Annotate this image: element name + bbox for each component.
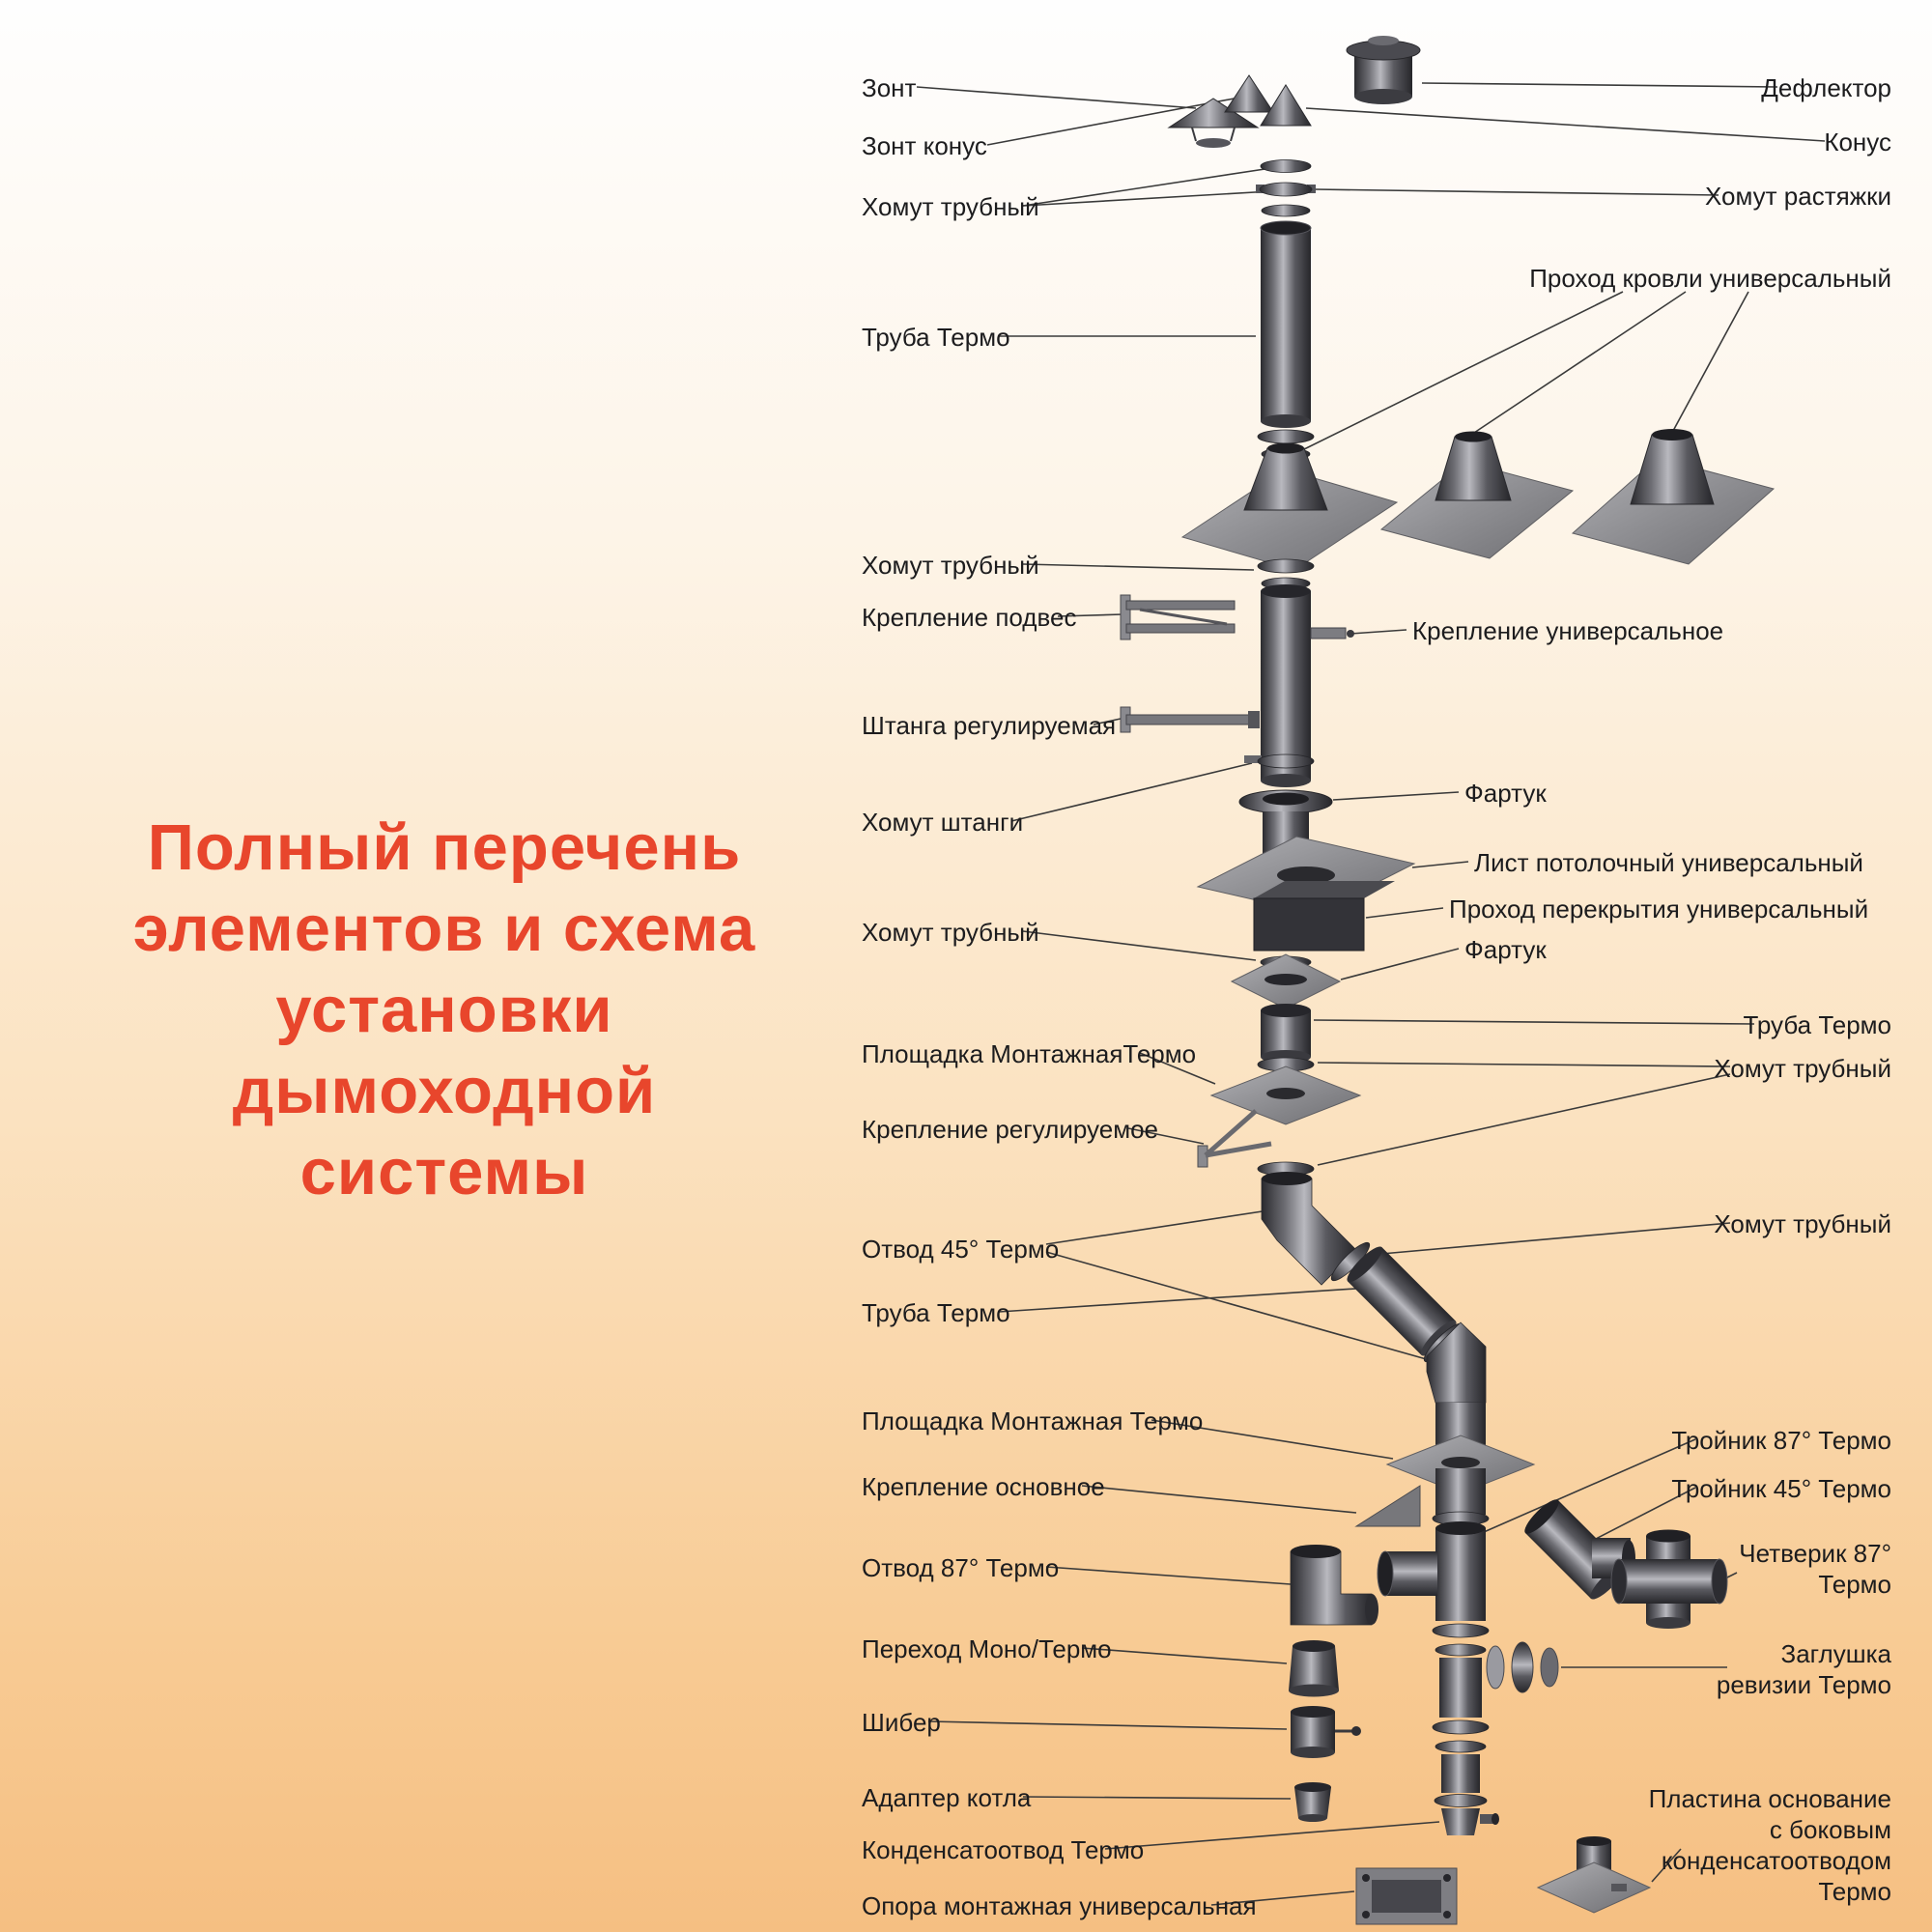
part-label: Конус bbox=[1824, 128, 1891, 156]
part-base-bracket bbox=[1354, 1485, 1421, 1527]
part-pipe-thermo-short bbox=[1261, 1004, 1311, 1064]
part-label: Пластина основание с боковым конденсатоо… bbox=[1648, 1784, 1891, 1906]
part-label: Заглушка ревизии Термо bbox=[1716, 1639, 1891, 1699]
part-boiler-adapter bbox=[1294, 1782, 1331, 1822]
part-label: Тройник 87° Термо bbox=[1671, 1426, 1891, 1455]
title-line: Полный перечень bbox=[147, 811, 742, 884]
part-label: Крепление основное bbox=[862, 1472, 1105, 1501]
part-label: Хомут трубный bbox=[1714, 1209, 1891, 1238]
part-deflector bbox=[1346, 36, 1421, 104]
part-cone bbox=[1260, 84, 1312, 127]
part-label: Хомут трубный bbox=[1714, 1054, 1891, 1083]
part-floor-pass-box bbox=[1253, 881, 1395, 952]
part-mounting-support bbox=[1355, 1867, 1458, 1925]
part-pipe-thermo-middle bbox=[1261, 584, 1311, 787]
part-hanger-mount bbox=[1120, 594, 1236, 640]
title-line: дымоходной bbox=[232, 1055, 657, 1127]
part-label: Труба Термо bbox=[862, 323, 1010, 352]
part-rod-clamp bbox=[1244, 753, 1315, 769]
part-label: Лист потолочный универсальный bbox=[1474, 848, 1863, 877]
part-label: Крепление регулируемое bbox=[862, 1115, 1158, 1144]
part-label: Конденсатоотвод Термо bbox=[862, 1835, 1145, 1864]
part-universal-mount bbox=[1310, 627, 1354, 639]
part-label: Тройник 45° Термо bbox=[1671, 1474, 1891, 1503]
part-mounting-platform-1 bbox=[1209, 1065, 1362, 1125]
part-label: Труба Термо bbox=[862, 1298, 1010, 1327]
part-label: Труба Термо bbox=[1743, 1010, 1891, 1039]
part-adapter-mono-thermo bbox=[1289, 1640, 1339, 1697]
part-roof-pass-1 bbox=[1180, 442, 1399, 571]
part-label: Фартук bbox=[1464, 779, 1547, 808]
title-line: элементов и схема bbox=[132, 893, 756, 965]
part-label: Опора монтажная универсальная bbox=[862, 1891, 1257, 1920]
part-base-plate-side-drain bbox=[1536, 1836, 1652, 1914]
part-label: Фартук bbox=[1464, 935, 1547, 964]
part-tee-87 bbox=[1377, 1521, 1486, 1621]
part-label: Крепление подвес bbox=[862, 603, 1077, 632]
part-label: Зонт конус bbox=[862, 131, 987, 160]
part-revision-plug bbox=[1486, 1641, 1559, 1693]
part-apron-1 bbox=[1238, 789, 1333, 814]
part-adjustable-bracket bbox=[1197, 1109, 1272, 1168]
part-apron-2 bbox=[1230, 953, 1342, 1009]
part-label: Площадка МонтажнаяТермо bbox=[862, 1039, 1197, 1068]
part-label: Хомут трубный bbox=[862, 192, 1039, 221]
part-label: Хомут растяжки bbox=[1704, 182, 1891, 211]
part-label: Адаптер котла bbox=[862, 1783, 1032, 1812]
part-guy-wire-clamp bbox=[1256, 159, 1316, 217]
part-umbrella-cone bbox=[1224, 74, 1274, 113]
part-lower-column bbox=[1432, 1623, 1490, 1807]
part-label: Проход кровли универсальный bbox=[1529, 264, 1891, 293]
part-label: Крепление универсальное bbox=[1412, 616, 1724, 645]
leader-lines bbox=[916, 82, 1826, 1906]
part-cross-87 bbox=[1610, 1529, 1728, 1629]
part-label: Отвод 87° Термо bbox=[862, 1553, 1060, 1582]
title-line: установки bbox=[275, 974, 613, 1046]
part-adjustable-rod bbox=[1120, 706, 1260, 733]
title-line: системы bbox=[299, 1136, 589, 1208]
part-label: Хомут трубный bbox=[862, 918, 1039, 947]
part-label: Хомут штанги bbox=[862, 808, 1024, 837]
part-label: Площадка Монтажная Термо bbox=[862, 1406, 1204, 1435]
part-elbow-87 bbox=[1290, 1545, 1378, 1626]
part-label: Проход перекрытия универсальный bbox=[1449, 895, 1869, 923]
part-label: Переход Моно/Термо bbox=[862, 1634, 1112, 1663]
part-label: Дефлектор bbox=[1761, 73, 1891, 102]
part-label: Четверик 87° Термо bbox=[1739, 1539, 1891, 1599]
part-pipe-thermo-top bbox=[1257, 220, 1315, 461]
part-label: Отвод 45° Термо bbox=[862, 1235, 1060, 1264]
part-damper bbox=[1291, 1706, 1361, 1758]
part-label: Шибер bbox=[862, 1708, 941, 1737]
part-roof-pass-3 bbox=[1571, 429, 1776, 565]
page-title: Полный перечень элементов и схема устано… bbox=[53, 808, 836, 1213]
part-label: Штанга регулируемая bbox=[862, 711, 1117, 740]
part-umbrella-cap bbox=[1167, 98, 1260, 148]
part-condensate-drain bbox=[1441, 1808, 1499, 1835]
part-label: Зонт bbox=[862, 73, 917, 102]
part-label: Хомут трубный bbox=[862, 551, 1039, 580]
part-pipe-lower bbox=[1435, 1468, 1486, 1515]
part-roof-pass-2 bbox=[1379, 431, 1575, 559]
